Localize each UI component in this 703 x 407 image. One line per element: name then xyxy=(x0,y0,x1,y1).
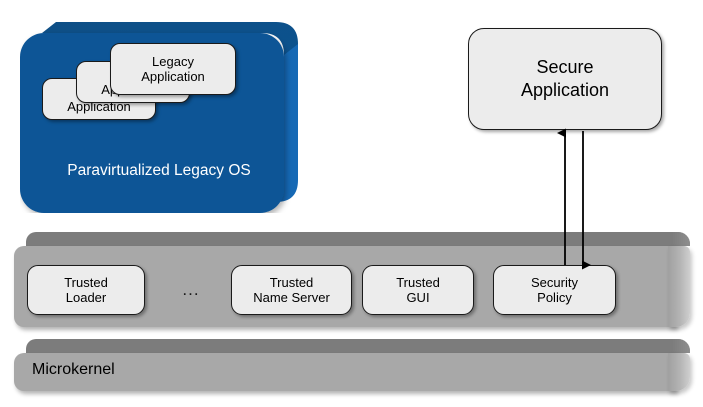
microkernel-label: Microkernel xyxy=(32,361,115,378)
trusted-gui-label: Trusted GUI xyxy=(396,274,440,306)
security-policy-label: Security Policy xyxy=(531,274,578,306)
microkernel-bar-front-face xyxy=(14,353,676,391)
legacy-application-label-3: Legacy Application xyxy=(141,53,205,85)
legacy-os-label: Paravirtualized Legacy OS xyxy=(67,162,251,179)
trusted-bar-side-face xyxy=(668,246,690,327)
secure-application-label: Secure Application xyxy=(520,57,610,100)
security-policy-box[interactable]: Security Policy xyxy=(493,265,616,315)
microkernel-bar-top-face xyxy=(26,339,690,353)
secure-application-box[interactable]: Secure Application xyxy=(468,28,662,130)
trusted-name-server-label: Trusted Name Server xyxy=(253,274,330,306)
microkernel-bar xyxy=(14,339,690,391)
services-ellipsis: ... xyxy=(182,280,200,299)
trusted-bar-top-face xyxy=(26,232,690,246)
trusted-loader-label: Trusted Loader xyxy=(64,274,108,306)
trusted-loader-box[interactable]: Trusted Loader xyxy=(27,265,145,315)
trusted-name-server-box[interactable]: Trusted Name Server xyxy=(231,265,352,315)
microkernel-bar-side-face xyxy=(668,353,690,391)
legacy-application-box-3[interactable]: Legacy Application xyxy=(110,43,236,95)
trusted-gui-box[interactable]: Trusted GUI xyxy=(362,265,474,315)
